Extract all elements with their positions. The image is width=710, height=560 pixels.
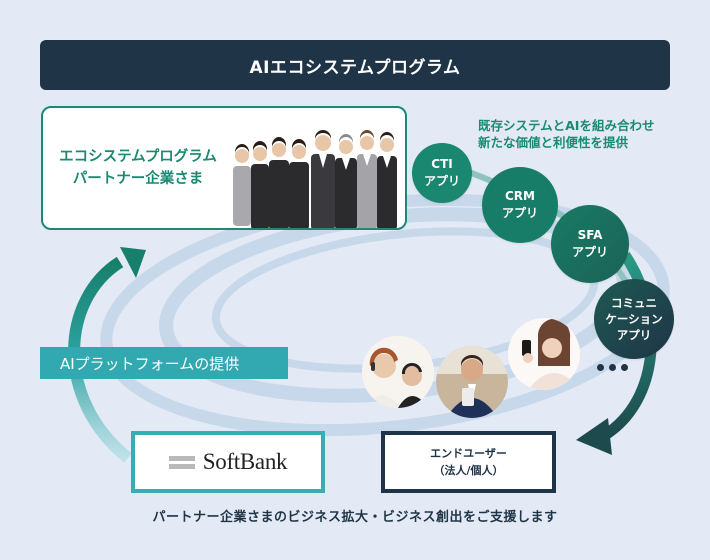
logo-bar	[168, 463, 195, 469]
page-title-bar: AIエコシステムプログラム	[40, 40, 670, 90]
businessman-with-smartphone-photo	[436, 346, 508, 418]
app-cti-line1: CTI	[431, 157, 453, 171]
softbank-logo-bars-icon	[168, 455, 195, 469]
page-title: AIエコシステムプログラム	[249, 57, 461, 78]
end-user-line2: （法人/個人）	[433, 464, 504, 477]
dot	[597, 364, 604, 371]
end-user-card: エンドユーザー （法人/個人）	[381, 431, 556, 493]
partner-label-line2: パートナー企業さま	[72, 171, 204, 187]
app-circle-sfa: SFA アプリ	[551, 205, 629, 283]
call-center-operators-photo	[362, 336, 434, 408]
partner-label-line1: エコシステムプログラム	[59, 149, 217, 165]
ai-platform-label-text: AIプラットフォームの提供	[60, 354, 240, 373]
app-communication-line1: コミュニ	[611, 296, 657, 310]
woman-with-smartphone-photo	[508, 318, 580, 390]
partner-companies-card: エコシステムプログラム パートナー企業さま	[41, 106, 407, 230]
apps-caption-line1: 既存システムとAIを組み合わせ	[478, 118, 655, 133]
app-communication-line2: ケーション	[605, 312, 663, 326]
dot	[621, 364, 628, 371]
partner-label: エコシステムプログラム パートナー企業さま	[43, 146, 233, 190]
end-user-line1: エンドユーザー	[430, 447, 507, 460]
apps-caption-line2: 新たな価値と利便性を提供	[478, 135, 629, 150]
app-circle-crm: CRM アプリ	[482, 167, 558, 243]
softbank-name: SoftBank	[202, 449, 288, 474]
apps-caption: 既存システムとAIを組み合わせ 新たな価値と利便性を提供	[478, 117, 654, 151]
softbank-card: SoftBank	[131, 431, 325, 493]
ai-platform-label: AIプラットフォームの提供	[40, 347, 288, 379]
app-sfa-line1: SFA	[577, 228, 603, 242]
app-circle-communication: コミュニ ケーション アプリ	[594, 279, 674, 359]
app-cti-line2: アプリ	[423, 174, 460, 188]
app-sfa-line2: アプリ	[571, 245, 608, 259]
more-dots-icon	[597, 364, 628, 371]
app-circle-cti: CTI アプリ	[412, 143, 472, 203]
dot	[609, 364, 616, 371]
business-people-group-photo	[233, 130, 397, 228]
app-communication-line3: アプリ	[616, 328, 652, 342]
app-crm-line1: CRM	[505, 189, 535, 203]
footer-caption: パートナー企業さまのビジネス拡大・ビジネス創出をご支援します	[152, 510, 558, 525]
logo-bar	[168, 455, 195, 461]
app-crm-line2: アプリ	[501, 206, 538, 220]
